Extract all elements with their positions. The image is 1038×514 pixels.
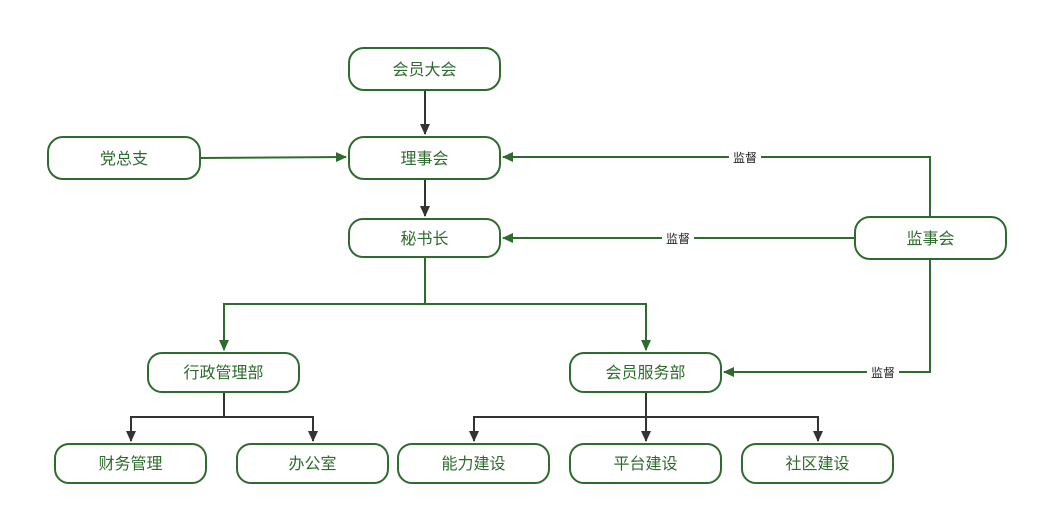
svg-text:社区建设: 社区建设 [785,454,849,473]
node-community-building[interactable]: 社区建设 [741,443,894,484]
node-capacity-building[interactable]: 能力建设 [397,443,550,484]
edge-label-supervise-member-service: 监督 [867,365,899,380]
edge-admin-to-office [224,416,318,442]
svg-text:党总支: 党总支 [100,149,148,168]
svg-text:监督: 监督 [733,150,757,165]
node-member-service-dept[interactable]: 会员服务部 [569,352,722,393]
edge-member-service-to-capacity [469,392,647,442]
node-finance[interactable]: 财务管理 [54,443,207,484]
edge-supervisory-to-council [502,152,931,217]
svg-text:平台建设: 平台建设 [613,454,677,473]
node-council[interactable]: 理事会 [348,136,501,180]
node-party-branch[interactable]: 党总支 [47,136,201,180]
edges [126,90,931,442]
node-office[interactable]: 办公室 [236,443,389,484]
edge-secretary-to-admin [219,258,426,351]
edge-secretary-to-member-service [425,303,651,351]
node-secretary-general[interactable]: 秘书长 [348,218,501,258]
edge-label-supervise-council: 监督 [729,150,761,165]
edge-admin-to-finance [126,392,225,442]
svg-text:监督: 监督 [666,231,690,246]
svg-text:能力建设: 能力建设 [441,454,505,473]
edge-member-service-to-community [646,416,823,442]
svg-text:会员大会: 会员大会 [392,60,456,79]
edge-label-supervise-secretary: 监督 [662,231,694,246]
edge-supervisory-to-member-service [723,259,931,377]
node-platform-building[interactable]: 平台建设 [569,443,722,484]
node-supervisory-board[interactable]: 监事会 [854,216,1007,260]
edge-labels: 监督 监督 监督 [662,150,899,380]
svg-text:秘书长: 秘书长 [400,229,448,248]
svg-text:办公室: 办公室 [288,454,336,473]
svg-text:理事会: 理事会 [400,149,448,168]
node-admin-dept[interactable]: 行政管理部 [147,352,300,393]
svg-text:行政管理部: 行政管理部 [183,363,263,382]
svg-text:监督: 监督 [871,365,895,380]
nodes: 会员大会 党总支 理事会 秘书长 监事会 行政管理部 会员服务部 财务管理 [47,47,1007,484]
node-general-assembly[interactable]: 会员大会 [348,47,501,91]
svg-text:会员服务部: 会员服务部 [605,363,685,382]
edge-party-to-council [199,152,347,163]
svg-text:监事会: 监事会 [906,229,954,248]
svg-text:财务管理: 财务管理 [98,454,162,473]
